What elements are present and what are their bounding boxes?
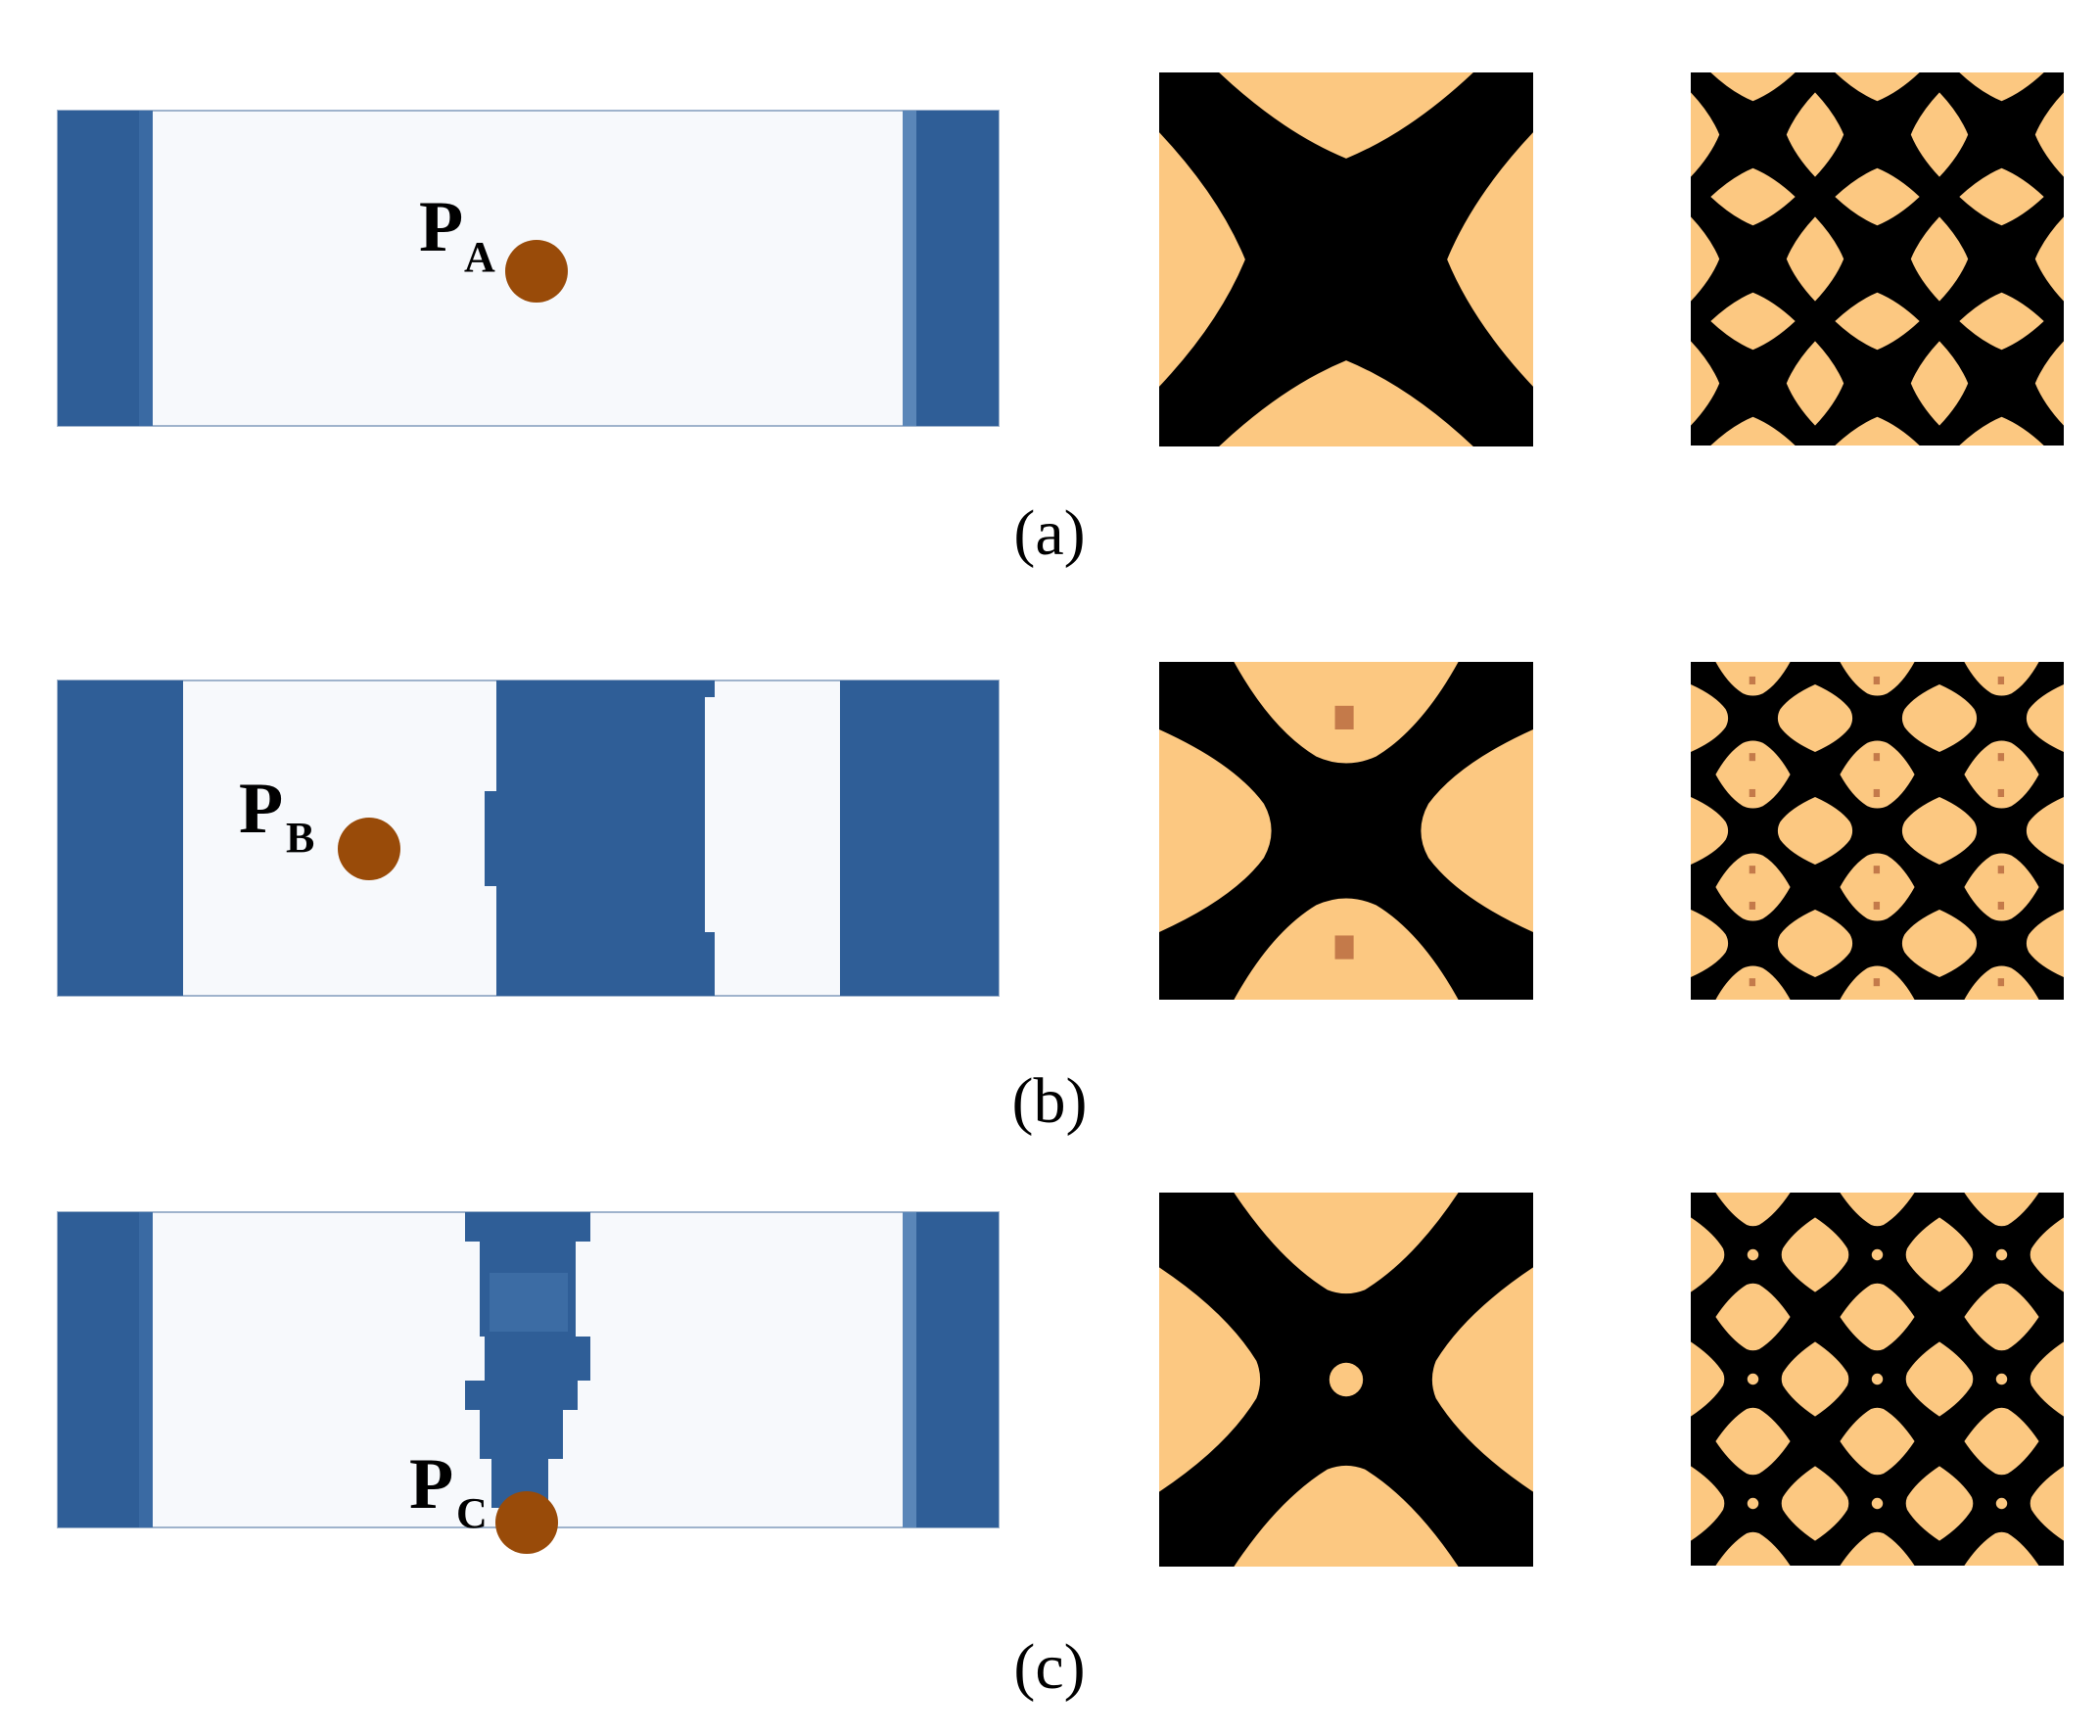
point-label-c: P C — [409, 1444, 488, 1537]
caption-b: (b) — [1012, 1065, 1088, 1137]
point-label-main: P — [409, 1444, 453, 1525]
caption-a: (a) — [1013, 497, 1085, 569]
point-label-sub: C — [456, 1489, 488, 1537]
point-marker-c — [495, 1491, 558, 1554]
cell-array-b — [1691, 662, 2064, 1000]
unit-cell-c — [1159, 1193, 1533, 1567]
point-label-sub: B — [286, 814, 314, 862]
structure-panel-a — [57, 110, 1000, 427]
unit-cell-a — [1159, 72, 1533, 446]
point-marker-a — [505, 240, 568, 303]
structure-panel-c — [57, 1211, 1000, 1528]
point-label-sub: A — [464, 233, 495, 281]
point-label-main: P — [419, 187, 463, 267]
cell-array-c — [1691, 1193, 2064, 1566]
cell-array-a — [1691, 72, 2064, 446]
row-c: P C (c) — [57, 1193, 2064, 1703]
point-marker-b — [338, 818, 400, 880]
unit-cell-b — [1159, 662, 1533, 1000]
row-b: P B (b) — [57, 662, 2064, 1137]
caption-c: (c) — [1013, 1631, 1085, 1703]
structure-panel-b — [57, 680, 1000, 997]
point-label-a: P A — [419, 187, 495, 281]
point-label-main: P — [239, 769, 283, 849]
row-a: P A (a) — [57, 72, 2064, 569]
point-label-b: P B — [239, 769, 314, 862]
